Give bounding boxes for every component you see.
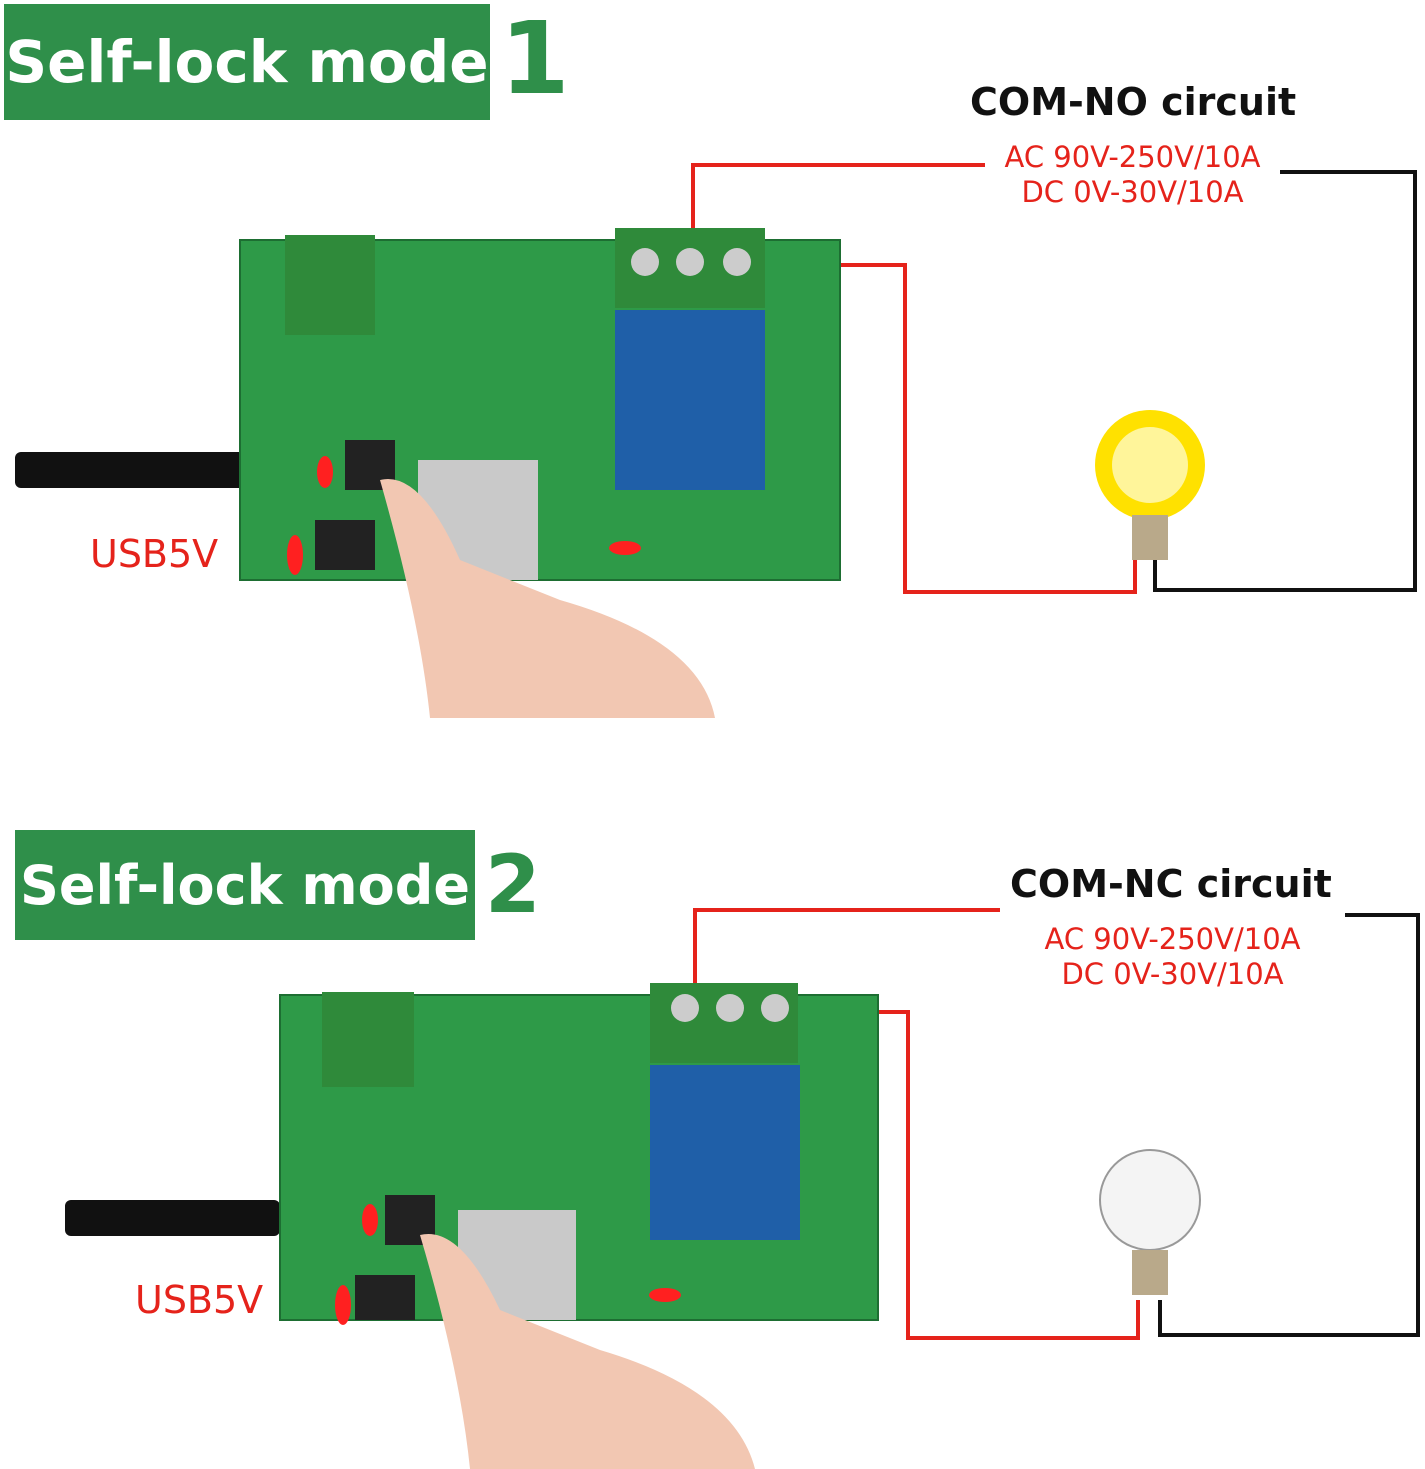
usb-label-2: USB5V <box>135 1278 264 1322</box>
led-indicator <box>335 1285 351 1325</box>
led-indicator <box>609 541 641 555</box>
terminal-screw <box>761 994 789 1022</box>
mode-banner-1: Self-lock mode <box>4 4 490 120</box>
spec-dc: DC 0V-30V/10A <box>1061 957 1284 991</box>
panel-2-graphics <box>65 908 1420 1469</box>
terminal-block-power <box>322 992 414 1087</box>
usb-label-1: USB5V <box>90 532 219 576</box>
circuit-title-2: COM-NC circuit <box>1010 862 1332 906</box>
panel-1-graphics <box>15 163 1417 718</box>
terminal-screw <box>723 248 751 276</box>
terminal-screw <box>631 248 659 276</box>
spec-2: AC 90V-250V/10A DC 0V-30V/10A <box>1020 922 1325 992</box>
mode-number-1: 1 <box>500 0 570 117</box>
terminal-screw <box>671 994 699 1022</box>
unlit-bulb-icon <box>1099 1149 1201 1295</box>
led-indicator <box>287 535 303 575</box>
lit-bulb-icon <box>1095 410 1205 560</box>
mode-label: Self-lock mode <box>20 853 470 917</box>
spec-1: AC 90V-250V/10A DC 0V-30V/10A <box>985 140 1280 210</box>
spec-ac: AC 90V-250V/10A <box>1044 922 1301 956</box>
led-indicator <box>317 456 333 488</box>
mode-label: Self-lock mode <box>5 28 489 96</box>
finger <box>420 1233 755 1469</box>
spec-ac: AC 90V-250V/10A <box>1004 140 1261 174</box>
mode-number-2: 2 <box>485 838 541 931</box>
terminal-screw <box>716 994 744 1022</box>
spec-dc: DC 0V-30V/10A <box>1021 175 1244 209</box>
circuit-title-1: COM-NO circuit <box>970 80 1297 124</box>
button-2 <box>315 520 375 570</box>
relay <box>650 1065 800 1240</box>
button-2 <box>355 1275 415 1320</box>
led-indicator <box>362 1204 378 1236</box>
terminal-screw <box>676 248 704 276</box>
red-wire-no <box>745 263 1137 594</box>
finger <box>380 479 715 718</box>
red-wire-com <box>691 163 985 255</box>
relay <box>615 310 765 490</box>
usb-cable <box>15 452 245 488</box>
led-indicator <box>649 1288 681 1302</box>
terminal-block-power <box>285 235 375 335</box>
usb-cable <box>65 1200 280 1236</box>
mode-banner-2: Self-lock mode <box>15 830 475 940</box>
black-wire <box>1158 913 1420 1337</box>
red-wire-com <box>693 908 1000 985</box>
black-wire <box>1153 170 1417 592</box>
